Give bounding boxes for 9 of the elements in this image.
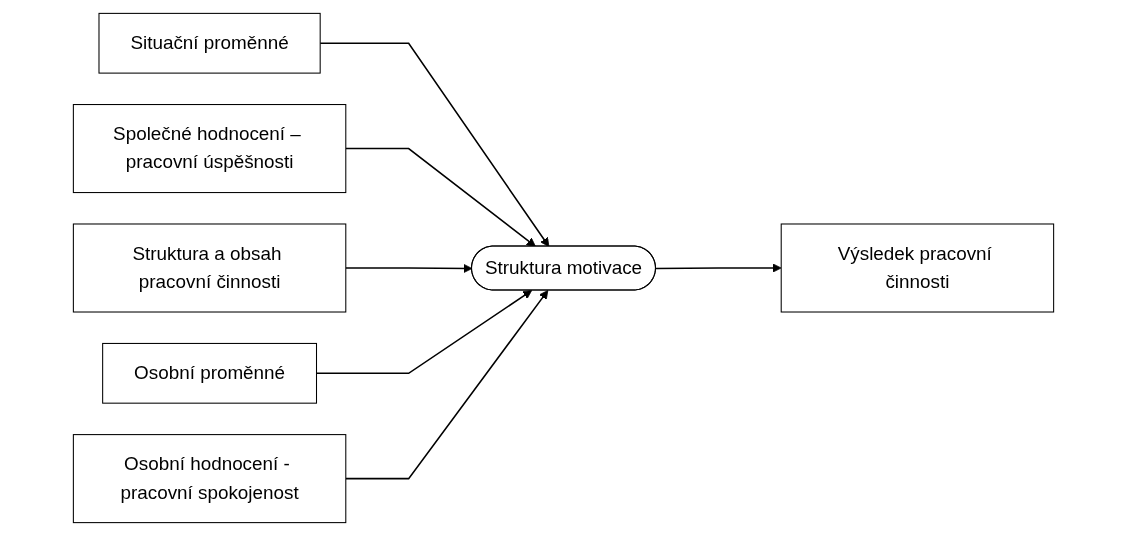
node-box: Osobní proměnné — [102, 342, 318, 404]
node-box: Společné hodnocení – pracovní úspěšnosti — [72, 104, 347, 194]
node-box: Osobní hodnocení - pracovní spokojenost — [72, 434, 347, 524]
arrow — [655, 263, 782, 273]
arrow — [345, 147, 536, 247]
arrow — [345, 290, 549, 480]
node-box: Situační proměnné — [98, 12, 321, 74]
node-box: Struktura a obsah pracovní činnosti — [72, 223, 347, 313]
node-box: Výsledek pracovní činnosti — [780, 223, 1055, 313]
